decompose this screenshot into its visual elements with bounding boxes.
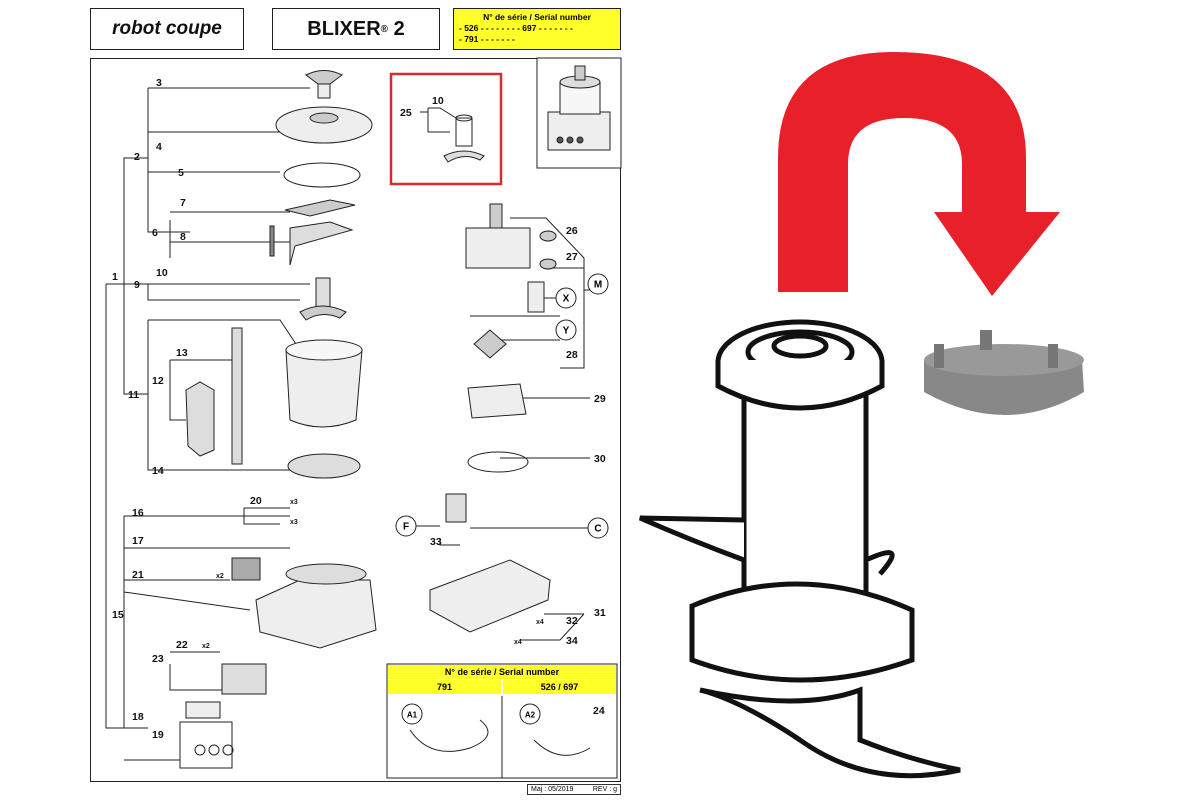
- multiplier-x3a: x3: [290, 499, 298, 506]
- lid-part: [275, 70, 373, 144]
- callout-28: 28: [566, 349, 578, 361]
- highlighted-blade-part: [443, 114, 485, 163]
- callout-2: 2: [134, 151, 140, 163]
- serial-number-box: N° de série / Serial number - 526 - - - …: [453, 8, 621, 50]
- revision-footer: Maj : 05/2019 REV : g: [527, 784, 621, 795]
- letter-circle-x: [555, 287, 577, 309]
- callout-33: 33: [430, 536, 442, 548]
- base-ring: [467, 451, 529, 473]
- handle-part: [185, 327, 243, 465]
- callout-17: 17: [132, 535, 144, 547]
- serial-title: N° de série / Serial number: [483, 12, 591, 22]
- callout-18: 18: [132, 711, 144, 723]
- base-plate: [429, 559, 551, 633]
- callout-6: 6: [152, 227, 158, 239]
- callout-11: 11: [128, 389, 139, 401]
- machine-thumbnail: [547, 65, 611, 151]
- letter-circles: M X Y F C A1 A2: [395, 273, 609, 725]
- cable-a1: [409, 719, 489, 752]
- callout-27: 27: [566, 251, 578, 263]
- rotation-arrow-icon: [778, 52, 1060, 296]
- callout-21: 21: [132, 569, 144, 581]
- letter-circle-y: [555, 319, 577, 341]
- multiplier-x3b: x3: [290, 519, 298, 526]
- callout-19: 19: [152, 729, 164, 741]
- motor-base: [231, 557, 377, 649]
- callout-3: 3: [156, 77, 162, 89]
- callout-24: 24: [593, 705, 605, 717]
- letter-x: X: [563, 294, 570, 305]
- brand-text: robot coupe: [112, 18, 222, 39]
- seal-ring: [283, 162, 361, 188]
- letter-m: M: [594, 280, 602, 291]
- letter-circle-f: [395, 515, 417, 537]
- callout-13: 13: [176, 347, 188, 359]
- callout-31: 31: [594, 607, 606, 619]
- letter-a1: A1: [407, 711, 418, 720]
- callout-4: 4: [156, 141, 162, 153]
- capacitor-part: [445, 493, 467, 523]
- serial-line-1: - 526 - - - - - - - - 697 - - - - - - -: [459, 23, 573, 33]
- callout-26: 26: [566, 225, 578, 237]
- inset-col-526-697: 526 / 697: [503, 680, 616, 694]
- callout-10: 10: [156, 267, 168, 279]
- fan-part: [473, 329, 507, 359]
- multiplier-x4a: x4: [536, 619, 544, 626]
- callout-22: 22: [176, 639, 188, 651]
- callout-25: 25: [400, 107, 412, 119]
- blade-cap: [924, 330, 1084, 415]
- callout-32: 32: [566, 615, 578, 627]
- letter-y: Y: [563, 326, 570, 337]
- callout-8: 8: [180, 231, 186, 243]
- letter-circle-a2: [519, 703, 541, 725]
- inset-title-bar: N° de série / Serial number: [388, 665, 616, 679]
- letter-a2: A2: [525, 711, 536, 720]
- callout-34: 34: [566, 635, 578, 647]
- callout-10-highlight: 10: [432, 95, 444, 107]
- letter-circle-m: [587, 273, 609, 295]
- callout-12: 12: [152, 375, 164, 387]
- brand-logo: robot coupe: [90, 8, 244, 50]
- bowl: [285, 339, 363, 479]
- callout-29: 29: [594, 393, 606, 405]
- letter-f: F: [403, 522, 409, 533]
- callout-16: 16: [132, 507, 144, 519]
- callout-15: 15: [112, 609, 124, 621]
- blade-assembly-drawing: [638, 319, 961, 779]
- scraper-part: [269, 199, 356, 266]
- callout-9: 9: [134, 279, 140, 291]
- callout-23: 23: [152, 653, 164, 665]
- callout-14: 14: [152, 465, 164, 477]
- switch-parts: [179, 663, 267, 769]
- multiplier-x2b: x2: [202, 643, 210, 650]
- callout-30: 30: [594, 453, 606, 465]
- callout-1: 1: [112, 271, 118, 283]
- exploded-view-frame: [90, 58, 621, 782]
- motor-assembly: [465, 203, 557, 313]
- callout-5: 5: [178, 167, 184, 179]
- multiplier-x4b: x4: [514, 639, 522, 646]
- blade-shaft: [299, 277, 347, 321]
- callout-20: 20: [250, 495, 262, 507]
- model-title: BLIXER® 2: [272, 8, 440, 50]
- callout-labels: 1234567891011121314151617181920212223242…: [112, 77, 606, 741]
- cable-a2: [533, 739, 591, 756]
- letter-circle-a1: [401, 703, 423, 725]
- serial-line-2: - 791 - - - - - - -: [459, 34, 515, 44]
- callout-7: 7: [180, 197, 186, 209]
- inset-col-791: 791: [388, 680, 501, 694]
- highlighted-part-box: [389, 72, 503, 186]
- multiplier-x2a: x2: [216, 573, 224, 580]
- letter-circle-c: [587, 517, 609, 539]
- letter-c: C: [594, 524, 601, 535]
- cup-part: [467, 383, 527, 419]
